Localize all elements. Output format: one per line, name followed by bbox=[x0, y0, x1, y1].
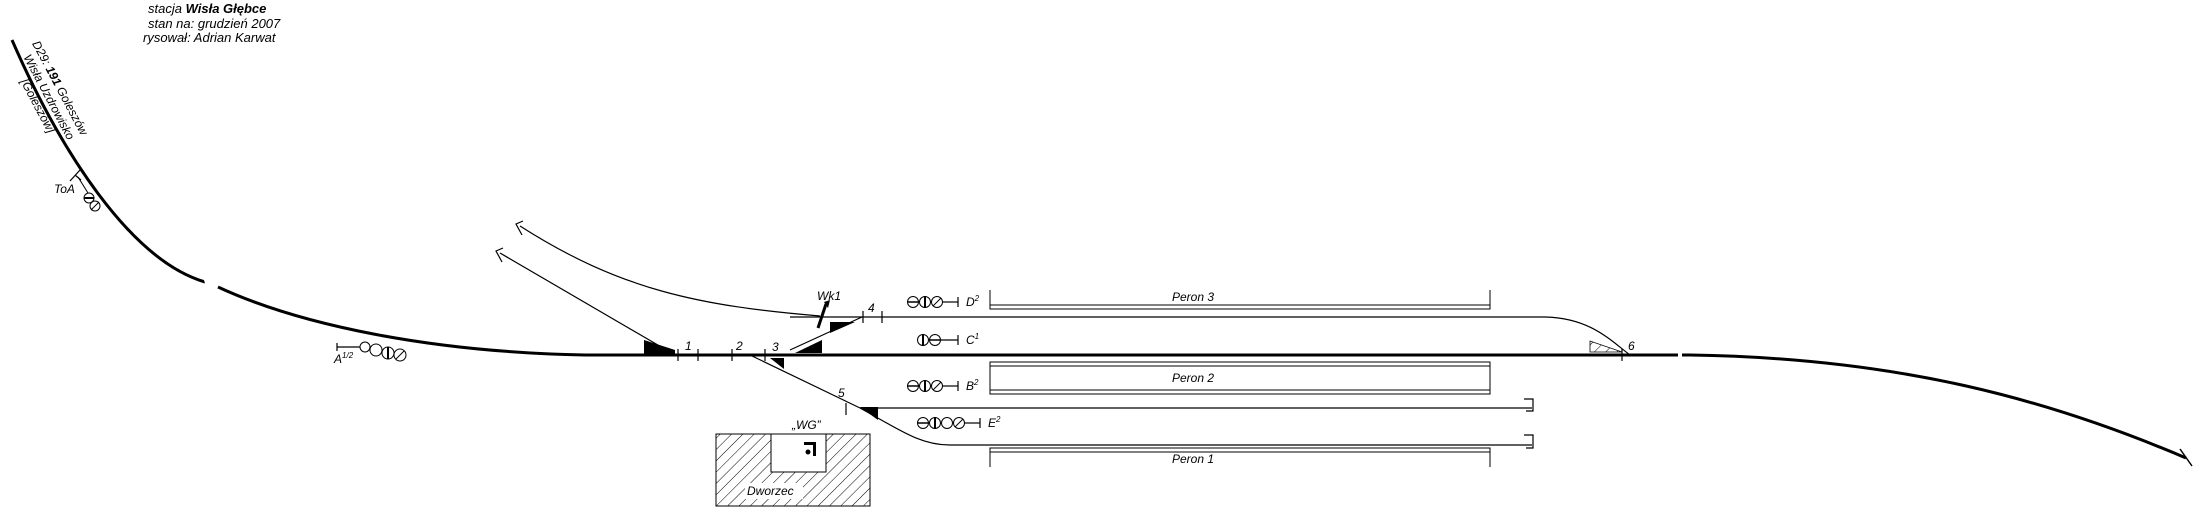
buffer-stop-siding-upper bbox=[515, 220, 524, 236]
platform-2: Peron 2 bbox=[989, 361, 1491, 395]
signal-e-label: E2 bbox=[988, 415, 1001, 430]
signal-c: C1 bbox=[917, 332, 979, 347]
switch-6-label: 6 bbox=[1628, 339, 1635, 353]
signal-toa: ToA bbox=[54, 169, 101, 212]
platform-1-label: Peron 1 bbox=[1172, 452, 1214, 466]
platform-2-label: Peron 2 bbox=[1172, 371, 1214, 385]
signal-a: A1/2 bbox=[333, 341, 407, 366]
derailer-label: Wk1 bbox=[817, 289, 841, 303]
platform-1: Peron 1 bbox=[989, 447, 1491, 467]
platform-3-label: Peron 3 bbox=[1172, 290, 1214, 304]
diverging-track-5 bbox=[749, 354, 861, 409]
siding-line-upper bbox=[519, 225, 821, 317]
signal-box-label: „WG” bbox=[791, 418, 822, 432]
switch-3-label: 3 bbox=[772, 340, 779, 354]
signal-toa-label: ToA bbox=[54, 182, 75, 196]
switch-5-label: 5 bbox=[838, 386, 845, 400]
main-line-curve bbox=[10, 39, 206, 284]
station-building: Dworzec „WG” bbox=[715, 418, 871, 507]
switch-5-tongue bbox=[860, 407, 878, 420]
siding-line-lower bbox=[499, 252, 676, 356]
signal-e: E2 bbox=[917, 415, 1001, 430]
signal-d: D2 bbox=[907, 294, 980, 309]
insulated-joints bbox=[677, 311, 1623, 415]
buffer-stop-track-e bbox=[1524, 434, 1534, 449]
signal-d-label: D2 bbox=[966, 294, 980, 309]
author-credit: rysował: Adrian Karwat bbox=[143, 30, 277, 45]
signal-b-label: B2 bbox=[966, 378, 979, 393]
switch-4-tongue bbox=[830, 322, 855, 333]
signal-c-label: C1 bbox=[966, 332, 979, 347]
switch-1-label: 1 bbox=[685, 339, 692, 353]
switch-3-tongue bbox=[770, 358, 784, 369]
signal-b: B2 bbox=[907, 378, 979, 393]
buffer-stop-track-b bbox=[1524, 398, 1534, 412]
buffer-stop-siding-lower bbox=[495, 247, 504, 263]
status-date: stan na: grudzień 2007 bbox=[148, 16, 281, 31]
signal-a-label: A1/2 bbox=[333, 351, 354, 366]
station-title: stacja Wisła Głębce bbox=[148, 1, 266, 16]
platform-3: Peron 3 bbox=[989, 290, 1491, 310]
switch-3-upper-tongue bbox=[795, 340, 822, 353]
derailer-wk1: Wk1 bbox=[816, 289, 841, 329]
switch-4-label: 4 bbox=[868, 301, 875, 315]
main-line-curve-lower bbox=[217, 285, 586, 357]
switch-2-label: 2 bbox=[735, 339, 743, 353]
station-building-label: Dworzec bbox=[747, 484, 794, 498]
main-line-exit bbox=[1689, 353, 2187, 460]
switch-6-tongue bbox=[1589, 340, 1623, 353]
signal-box bbox=[770, 433, 827, 473]
